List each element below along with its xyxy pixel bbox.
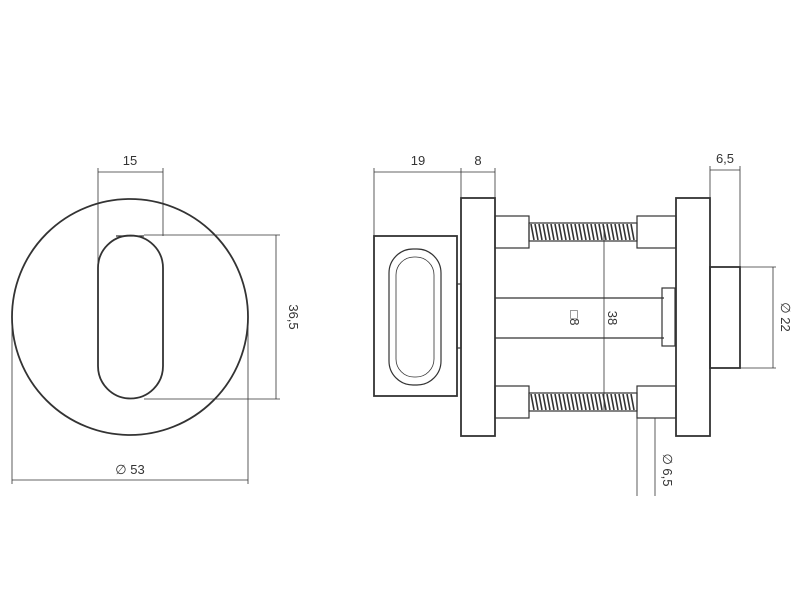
thread-line [570,223,575,241]
dim-back-projection-label: 6,5 [716,151,734,166]
thread-line [606,393,611,411]
front-boss-bottom [494,385,530,419]
thread-line [630,223,635,241]
dim-screw-diameter-label: ∅ 6,5 [660,453,675,486]
thread-line [550,393,555,411]
dim-slot-height-label: 36,5 [286,304,301,329]
thread-line [594,223,599,241]
thread-line [602,393,607,411]
thread-line [622,393,627,411]
screw-threads [530,223,635,411]
thread-line [610,393,615,411]
thread-line [582,223,587,241]
thread-line [538,223,543,241]
rose-outline [11,198,249,436]
thread-line [594,393,599,411]
side-view: 19 8 6,5 ∅ 22 □8 38 ∅ [373,151,793,496]
thread-line [614,223,619,241]
thread-line [574,223,579,241]
thread-line [630,393,635,411]
thread-line [546,223,551,241]
thread-line [534,393,539,411]
thread-line [598,223,603,241]
thread-line [554,223,559,241]
thread-line [606,223,611,241]
thread-line [590,393,595,411]
dim-back-diameter-label: ∅ 22 [778,302,793,331]
dim-thumbturn-depth: 19 [373,153,462,236]
thread-line [566,393,571,411]
thread-line [618,393,623,411]
dim-slot-width-label: 15 [123,153,137,168]
dim-screw-spacing-label: 38 [605,311,620,325]
dim-slot-width: 15 [97,153,164,268]
thread-line [566,223,571,241]
dim-rose-diameter-label: ∅ 53 [115,462,144,477]
dim-screw-diameter: ∅ 6,5 [636,402,675,496]
thread-line [586,223,591,241]
spindle-nut [661,287,676,347]
thumbturn-grip [388,248,442,386]
thread-line [602,223,607,241]
thread-line [598,393,603,411]
thread-line [610,223,615,241]
back-boss-top [636,215,677,249]
dim-thumbturn-depth-label: 19 [411,153,425,168]
dim-back-projection: 6,5 [709,151,741,267]
thread-line [542,223,547,241]
dim-back-diameter: ∅ 22 [740,266,793,369]
dim-spindle-label: □8 [567,310,582,325]
thread-line [626,393,631,411]
thread-line [618,223,623,241]
thumbturn-slot [97,234,164,400]
thread-line [622,223,627,241]
thumbturn-grip-inner [395,256,435,378]
thread-line [626,223,631,241]
thread-line [562,223,567,241]
thread-line [582,393,587,411]
dim-rose-diameter: ∅ 53 [11,317,249,484]
thread-line [546,393,551,411]
back-rose-plate [675,197,711,437]
dim-rose-thickness-label: 8 [474,153,481,168]
thread-line [530,223,535,241]
thread-line [538,393,543,411]
thread-line [590,223,595,241]
thread-line [550,223,555,241]
thread-line [558,223,563,241]
thread-line [614,393,619,411]
thumbturn-body [373,235,458,397]
thread-line [574,393,579,411]
thread-line [570,393,575,411]
thread-line [530,393,535,411]
back-boss-bottom [636,385,677,419]
thread-line [554,393,559,411]
thread-line [578,223,583,241]
dim-rose-thickness: 8 [461,153,496,198]
thread-line [534,223,539,241]
thread-line [542,393,547,411]
thread-line [558,393,563,411]
dim-slot-height: 36,5 [144,234,301,400]
front-rose-plate [460,197,496,437]
thread-line [586,393,591,411]
back-cylinder [709,266,741,369]
thread-line [578,393,583,411]
thread-line [562,393,567,411]
front-boss-top [494,215,530,249]
front-view: 15 36,5 ∅ 53 [11,153,301,484]
